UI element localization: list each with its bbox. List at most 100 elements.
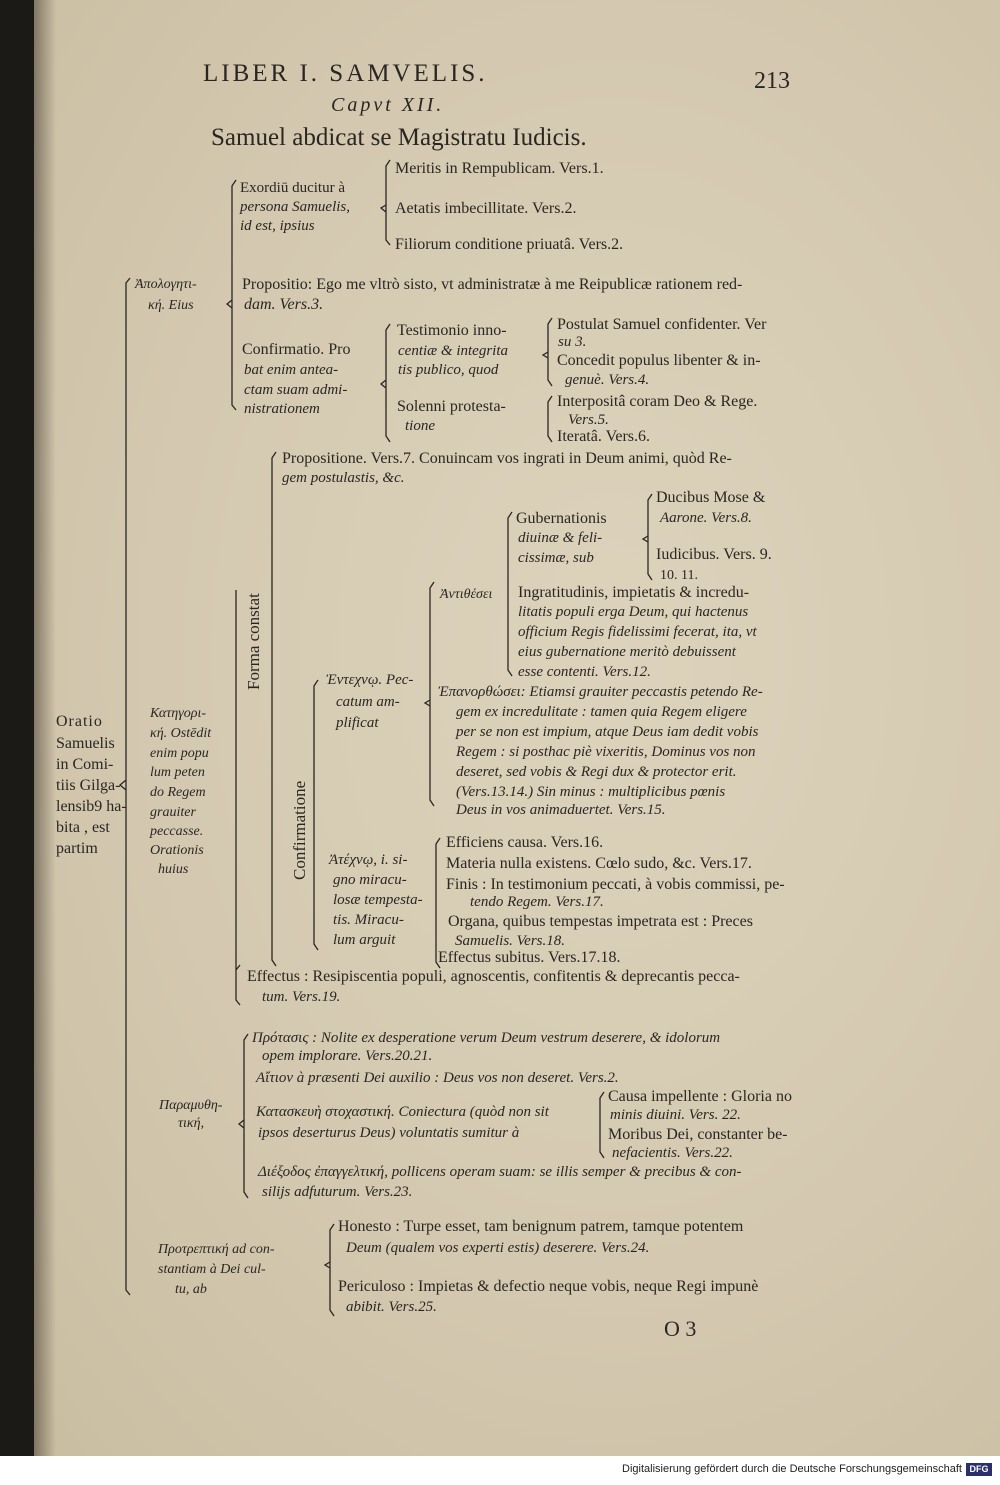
atechnos-item: Organa, quibus tempestas impetrata est :… (448, 913, 753, 930)
testimonio-label: Testimonio inno- (397, 322, 507, 339)
exordium-label: Exordiū ducitur à (240, 180, 345, 196)
ingratitudinis-text: litatis populi erga Deum, qui hactenus (518, 604, 749, 620)
brace-apologetica (225, 179, 237, 411)
ingratitudinis-text: eius gubernatione meritò debuissent (518, 644, 736, 660)
spine-shadow (34, 0, 56, 1456)
propositione-text: Propositione. Vers.7. Conuincam vos ingr… (282, 450, 732, 467)
kataskeue-text: ipsos deserturus Deus) voluntatis sumitu… (258, 1125, 520, 1141)
entechnos-label: catum am- (336, 694, 400, 710)
gubernationis-item: Aarone. Vers.8. (660, 510, 752, 526)
aition-text: Αἴτιον à præsenti Dei auxilio : Deus vos… (256, 1070, 619, 1086)
ingratitudinis-text: officium Regis fidelissimi fecerat, ita,… (518, 624, 757, 640)
epanorthosis-text: Deus in vos animaduertet. Vers.15. (456, 802, 666, 818)
gubernationis-item: 10. 11. (660, 568, 698, 583)
atechnos-label: Ἀτέχνῳ, i. si- (329, 852, 408, 868)
forma-vertical-label: Forma constat (244, 593, 263, 690)
effectus-text: Effectus : Resipiscentia populi, agnosce… (247, 968, 740, 985)
brace-forma (271, 451, 277, 967)
honesto-text: Honesto : Turpe esset, tam benignum patr… (338, 1218, 744, 1235)
honesto-text: Deum (qualem vos experti estis) deserere… (346, 1240, 650, 1256)
atechnos-item: tendo Regem. Vers.17. (470, 894, 604, 910)
kataskeue-item: Causa impellente : Gloria no (608, 1088, 792, 1105)
ingratitudinis-text: Ingratitudinis, impietatis & incredu- (518, 584, 750, 601)
book-page (34, 0, 1000, 1456)
entechnos-label: plificat (336, 715, 379, 731)
periculoso-text: abibit. Vers.25. (346, 1299, 437, 1315)
atechnos-item: Finis : In testimonium peccati, à vobis … (446, 876, 785, 893)
atechnos-item: Materia nulla existens. Cœlo sudo, &c. V… (446, 855, 752, 872)
kategoretike-label: Orationis (150, 843, 204, 858)
testimonio-item: su 3. (558, 334, 587, 350)
root-line: tiis Gilga- (56, 777, 121, 794)
running-title: LIBER I. SAMVELIS. (203, 60, 488, 87)
signature-mark: O 3 (664, 1316, 697, 1341)
confirmatione-vertical-label: Confirmatione (290, 780, 309, 880)
propositione-text: gem postulastis, &c. (282, 470, 405, 486)
solenni-label: tione (405, 418, 435, 434)
brace-antithesis (507, 511, 513, 677)
brace-confirmatione (313, 679, 319, 951)
kategoretike-label: peccasse. (150, 824, 204, 839)
page-number: 213 (754, 68, 790, 94)
testimonio-item: genuè. Vers.4. (565, 372, 650, 388)
protreptike-label: Προτρεπτική ad con- (158, 1242, 275, 1257)
atechnos-label: gno miracu- (333, 872, 407, 888)
protasis-text: Πρότασις : Nolite ex desperatione verum … (252, 1030, 721, 1046)
kategoretike-label: grauiter (150, 805, 196, 820)
kategoretike-label: do Regem (150, 785, 206, 800)
exordium-item: Filiorum conditione priuatâ. Vers.2. (395, 236, 624, 253)
apologetica-label: κή. Eius (148, 298, 194, 313)
kataskeue-item: Moribus Dei, constanter be- (608, 1126, 788, 1143)
confirmatio-label: ctam suam admi- (244, 382, 348, 398)
effectus-text: tum. Vers.19. (262, 989, 341, 1005)
testimonio-label: centiæ & integrita (398, 343, 508, 359)
digitization-footer: Digitalisierung gefördert durch die Deut… (0, 1456, 1000, 1485)
kataskeue-item: minis diuini. Vers. 22. (610, 1107, 741, 1123)
brace-gubernationis (641, 493, 653, 581)
atechnos-item: Efficiens causa. Vers.16. (446, 834, 604, 851)
protreptike-label: stantiam à Dei cul- (158, 1262, 266, 1277)
atechnos-label: losæ tempesta- (333, 892, 423, 908)
kategoretike-label: enim popu (150, 746, 209, 761)
root-line: in Comi- (56, 756, 114, 773)
epanorthosis-text: Regem : si posthac piè vixeritis, Dominu… (456, 744, 756, 760)
paramythetike-label: Παραμυθη- (159, 1098, 223, 1113)
exordium-item: Meritis in Rempublicam. Vers.1. (395, 160, 604, 177)
solenni-item: Vers.5. (568, 412, 609, 428)
solenni-item: Iteratâ. Vers.6. (557, 428, 650, 445)
epanorthosis-text: Ἐπανορθώσει: Etiamsi grauiter peccastis … (438, 684, 763, 700)
testimonio-item: Concedit populus libenter & in- (557, 352, 761, 369)
confirmatio-label: nistrationem (244, 401, 320, 417)
gubernationis-label: diuinæ & feli- (518, 530, 603, 546)
brace-atechnos (435, 837, 441, 969)
root-line: Oratio (56, 713, 103, 730)
exordium-item: Aetatis imbecillitate. Vers.2. (395, 200, 577, 217)
gubernationis-label: cissimæ, sub (518, 550, 594, 566)
brace-exordium (379, 159, 391, 246)
propositio-text: dam. Vers.3. (244, 296, 324, 313)
brace-protreptike (323, 1223, 335, 1317)
brace-kataskeue (599, 1091, 605, 1159)
diexodos-text: Διέξοδος ἐπαγγελτική, pollicens operam s… (258, 1164, 742, 1180)
gubernationis-label: Gubernationis (516, 510, 607, 527)
kategoretike-label: Κατηγορι- (150, 706, 207, 721)
diexodos-text: silijs adfuturum. Vers.23. (262, 1184, 413, 1200)
page-title: Samuel abdicat se Magistratu Iudicis. (211, 124, 587, 151)
exordium-label: id est, ipsius (240, 218, 315, 234)
testimonio-label: tis publico, quod (398, 362, 499, 378)
atechnos-label: tis. Miracu- (333, 912, 404, 928)
chapter-heading: Capvt XII. (331, 94, 445, 116)
protasis-text: opem implorare. Vers.20.21. (262, 1048, 433, 1064)
kataskeue-item: nefacientis. Vers.22. (612, 1145, 733, 1161)
solenni-label: Solenni protesta- (397, 398, 506, 415)
epanorthosis-text: per se non est impium, atque Deus iam de… (456, 724, 759, 740)
ingratitudinis-text: esse contenti. Vers.12. (518, 664, 651, 680)
solenni-item: Interpositâ coram Deo & Rege. (557, 393, 758, 410)
dfg-logo-icon: DFG (966, 1463, 992, 1476)
gubernationis-item: Ducibus Mose & (656, 489, 766, 506)
confirmatio-label: bat enim antea- (244, 362, 339, 378)
apologetica-label: Ἀπολογητι- (135, 277, 197, 292)
kataskeue-text: Κατασκευὴ στοχαστική. Coniectura (quòd n… (256, 1104, 549, 1120)
atechnos-item: Effectus subitus. Vers.17.18. (438, 949, 621, 966)
